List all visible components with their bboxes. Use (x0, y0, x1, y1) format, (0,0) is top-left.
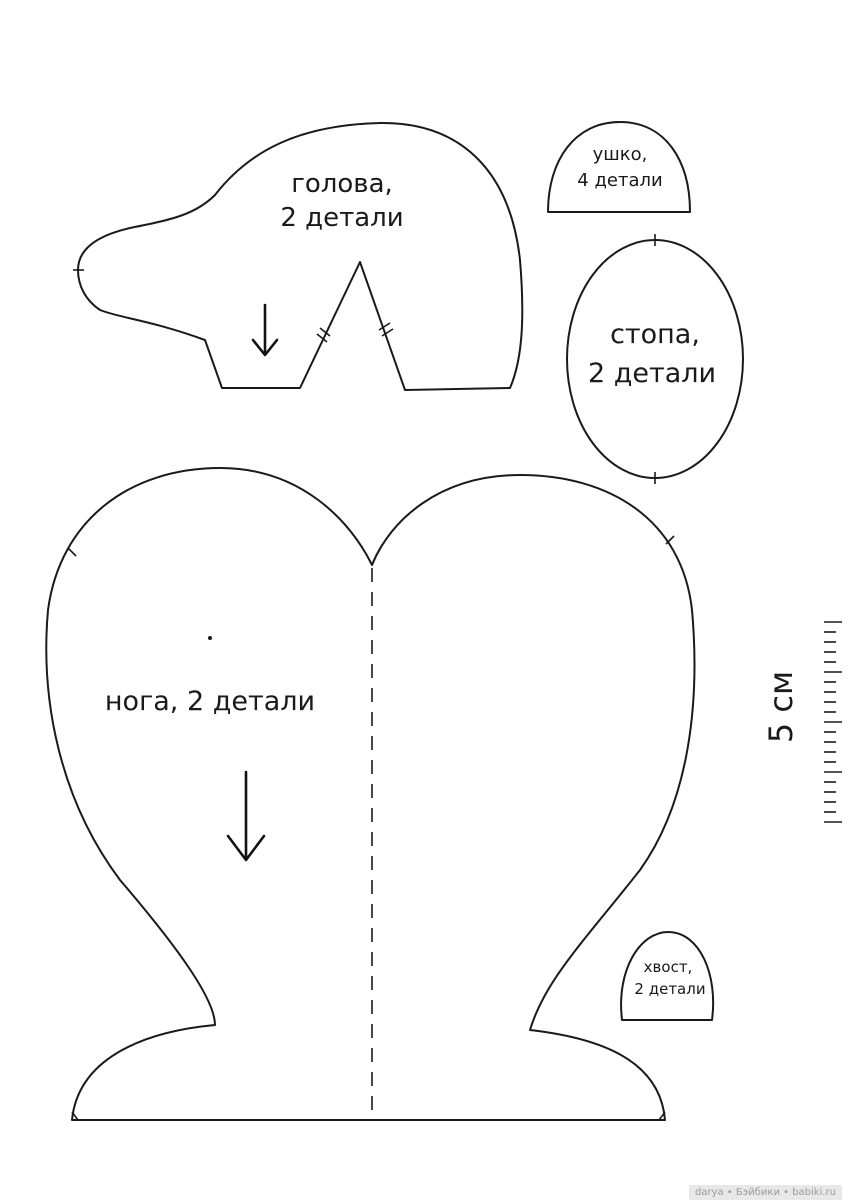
leg-label: нога, 2 детали (105, 686, 315, 717)
head-piece: голова, 2 детали (73, 121, 524, 391)
ear-outline (547, 121, 691, 213)
leg-notch-left-top (67, 547, 77, 557)
head-grain-arrow (251, 303, 279, 357)
head-tick-1a (316, 333, 328, 343)
head-tick-2b (381, 328, 394, 337)
leg-notch-left-bottom (71, 1111, 79, 1121)
leg-notch-right-top (665, 535, 675, 545)
leg-notch-right-bottom (658, 1111, 666, 1121)
watermark: darya • Бэйбики • babiki.ru (689, 1185, 842, 1200)
ear-piece: ушко, 4 детали (547, 121, 691, 213)
leg-dot-mark (208, 636, 212, 640)
head-label-line1: голова, (291, 169, 393, 199)
head-outline (77, 121, 524, 391)
scale-bar: 5 см (762, 621, 842, 823)
tail-label-line1: хвост, (644, 958, 693, 976)
foot-piece: стопа, 2 детали (566, 234, 744, 484)
head-label-line2: 2 детали (280, 203, 403, 233)
leg-piece: нога, 2 детали (45, 467, 696, 1121)
leg-grain-arrow (226, 770, 266, 862)
ear-label-line1: ушко, (593, 144, 648, 165)
tail-piece: хвост, 2 детали (620, 931, 715, 1021)
head-tick-1b (319, 327, 331, 337)
tail-outline (620, 931, 715, 1021)
leg-outline (45, 467, 696, 1121)
foot-label-line1: стопа, (610, 319, 700, 350)
head-tick-2a (378, 322, 391, 331)
tail-label-line2: 2 детали (634, 980, 705, 998)
scale-ruler-ticks (824, 621, 842, 823)
scale-label: 5 см (762, 671, 800, 743)
ear-label-line2: 4 детали (577, 170, 662, 191)
foot-label-line2: 2 детали (588, 358, 716, 389)
